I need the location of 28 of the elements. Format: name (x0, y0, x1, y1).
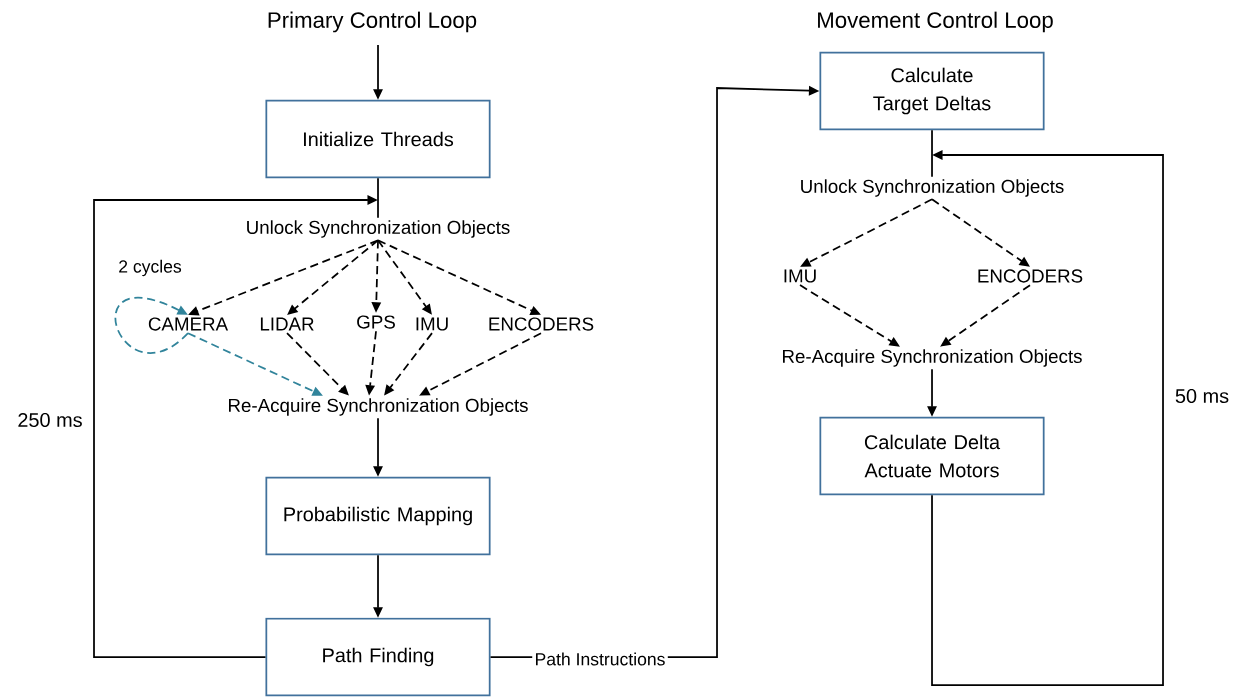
edge-label: 250 ms (18, 412, 82, 428)
step-text: Unlock Synchronization Objects (801, 179, 1064, 197)
step-text: CAMERA (148, 317, 229, 331)
step-text: Re-Acquire Synchronization Objects (783, 349, 1082, 367)
arrow (931, 198, 1030, 267)
process-box: Path Finding (265, 617, 491, 697)
arrow (799, 284, 900, 347)
process-box: Probabilistic Mapping (265, 476, 491, 556)
arrow (286, 332, 349, 396)
arrow (114, 296, 189, 354)
process-box: Calculate Target Deltas (819, 51, 1045, 131)
arrow (287, 239, 379, 315)
step-text: Re-Acquire Synchronization Objects (229, 398, 528, 416)
step-text: ENCODERS (978, 269, 1083, 283)
step-text: GPS (357, 315, 395, 329)
loop-title: Primary Control Loop (268, 11, 477, 33)
step-text: Unlock Synchronization Objects (247, 220, 510, 238)
edge-label: 50 ms (1175, 388, 1229, 404)
process-box: Calculate Delta Actuate Motors (819, 416, 1045, 496)
step-text: ENCODERS (489, 317, 594, 331)
process-box: Initialize Threads (265, 99, 491, 179)
edge-label: Path Instructions (532, 650, 668, 668)
arrow (940, 284, 1031, 347)
arrow (931, 150, 1164, 686)
step-text: IMU (416, 317, 448, 331)
edge-label: 2 cycles (115, 257, 185, 279)
step-text: IMU (784, 269, 816, 283)
step-text: LIDAR (260, 317, 314, 331)
